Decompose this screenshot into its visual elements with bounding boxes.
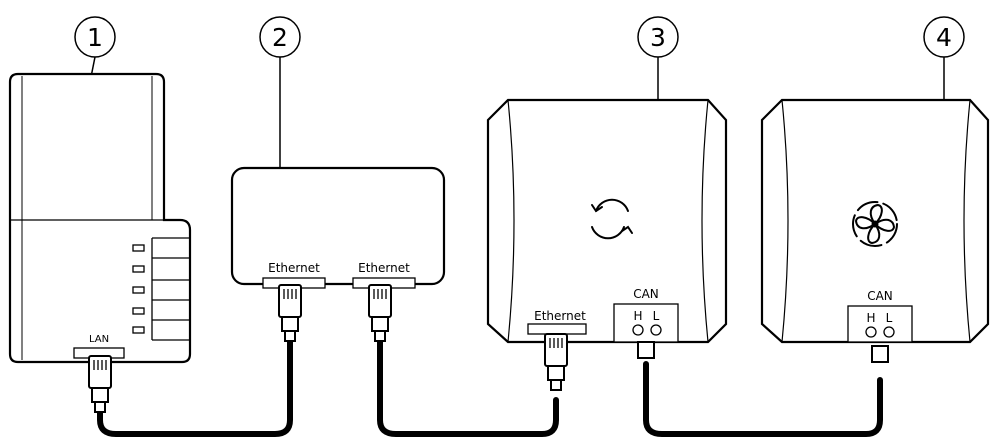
cable-switch-to-gateway [380,340,556,434]
gateway-ethernet-label: Ethernet [534,309,586,323]
callout-number: 3 [650,23,666,52]
callout-number: 4 [936,23,952,52]
device-fan-controller: CAN H L [762,100,988,362]
switch-port-right-label: Ethernet [358,261,410,275]
switch-port-left-label: Ethernet [268,261,320,275]
fan-can-port [848,306,912,342]
gateway-can-h: H [633,309,642,323]
gateway-can-label: CAN [633,287,659,301]
cable-can-bus [646,364,880,434]
gateway-can-l: L [653,309,660,323]
callout-number: 1 [87,23,103,52]
gateway-can-connector [638,342,654,358]
cables [100,340,880,434]
switch-connector-right [369,285,391,341]
gateway-ethernet-connector [545,334,567,390]
gateway-ethernet-port [528,324,586,334]
fan-can-l: L [886,311,893,325]
fan-can-h: H [866,311,875,325]
device-router: LAN [10,74,190,412]
callout-2: 2 [260,17,300,188]
fan-can-connector [872,346,888,362]
switch-connector-left [279,285,301,341]
callout-number: 2 [272,23,288,52]
device-switch: Ethernet Ethernet [232,168,444,341]
lan-port-label: LAN [89,334,109,345]
fan-can-label: CAN [867,289,893,303]
device-gateway: Ethernet CAN H L [488,100,726,390]
gateway-can-port [614,304,678,342]
lan-connector [89,356,111,412]
